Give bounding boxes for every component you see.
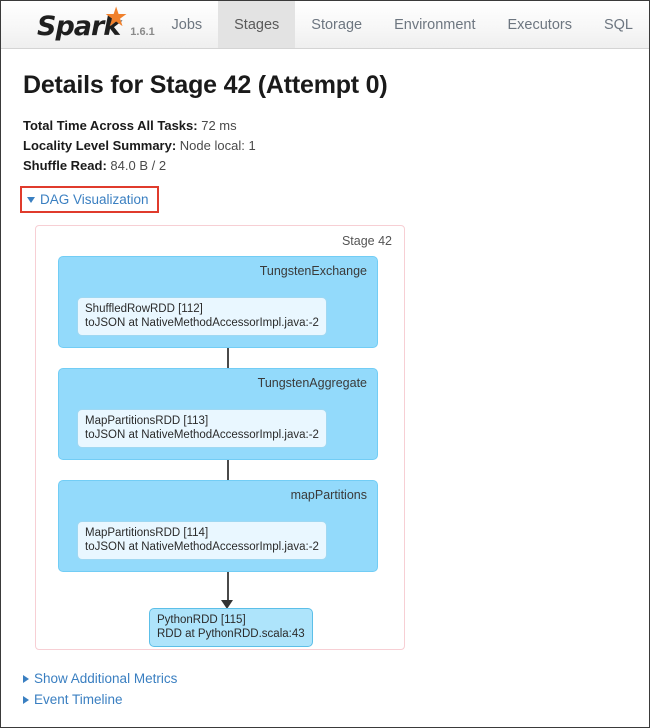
content-area: Details for Stage 42 (Attempt 0) Total T… bbox=[1, 49, 649, 650]
dag-rdd-node-113[interactable]: MapPartitionsRDD [113] toJSON at NativeM… bbox=[77, 409, 327, 448]
summary-value-total-time: 72 ms bbox=[201, 118, 237, 133]
summary-label-locality: Locality Level Summary: bbox=[23, 138, 177, 153]
caret-right-icon bbox=[23, 674, 29, 683]
dag-rdd-callsite-114: toJSON at NativeMethodAccessorImpl.java:… bbox=[85, 541, 319, 553]
footer-links: Show Additional Metrics Event Timeline bbox=[23, 671, 177, 713]
nav-item-sql[interactable]: SQL bbox=[603, 16, 633, 33]
summary-row-total-time: Total Time Across All Tasks: 72 ms bbox=[23, 116, 649, 136]
dag-visualization-label: DAG Visualization bbox=[40, 191, 149, 207]
caret-right-icon bbox=[23, 695, 29, 704]
nav-item-storage[interactable]: Storage bbox=[311, 16, 363, 33]
summary-label-total-time: Total Time Across All Tasks: bbox=[23, 118, 198, 133]
dag-edge-3 bbox=[227, 572, 229, 604]
nav-item-executors[interactable]: Executors bbox=[507, 16, 572, 33]
dag-rdd-name-114: MapPartitionsRDD [114] bbox=[85, 527, 209, 539]
dag-stage-label-mappartitions: mapPartitions bbox=[290, 488, 367, 502]
nav-item-jobs[interactable]: Jobs bbox=[171, 16, 203, 33]
dag-rdd-callsite-113: toJSON at NativeMethodAccessorImpl.java:… bbox=[85, 429, 319, 441]
dag-rdd-name-115: PythonRDD [115] bbox=[157, 614, 246, 626]
navbar: Spark 1.6.1 Jobs Stages Storage Environm… bbox=[1, 1, 649, 49]
caret-down-icon bbox=[27, 197, 35, 203]
dag-visualization-toggle[interactable]: DAG Visualization bbox=[27, 192, 149, 207]
dag-rdd-name-113: MapPartitionsRDD [113] bbox=[85, 415, 209, 427]
brand-logo[interactable]: Spark 1.6.1 bbox=[1, 1, 156, 48]
summary-value-locality: Node local: 1 bbox=[179, 138, 256, 153]
nav-item-stages[interactable]: Stages bbox=[218, 1, 296, 48]
nav-item-environment[interactable]: Environment bbox=[394, 16, 476, 33]
show-additional-metrics-toggle[interactable]: Show Additional Metrics bbox=[23, 671, 177, 686]
dag-rdd-node-114[interactable]: MapPartitionsRDD [114] toJSON at NativeM… bbox=[77, 521, 327, 560]
dag-arrowhead-3 bbox=[221, 600, 233, 609]
dag-panel: Stage 42 TungstenExchange ShuffledRowRDD… bbox=[35, 225, 405, 650]
dag-rdd-name-112: ShuffledRowRDD [112] bbox=[85, 303, 203, 315]
dag-rdd-callsite-115: RDD at PythonRDD.scala:43 bbox=[157, 628, 305, 640]
dag-rdd-node-115[interactable]: PythonRDD [115] RDD at PythonRDD.scala:4… bbox=[149, 608, 313, 647]
summary-row-locality: Locality Level Summary: Node local: 1 bbox=[23, 136, 649, 156]
nav-links: Jobs Stages Storage Environment Executor… bbox=[156, 1, 650, 48]
dag-stage-box-tungstenexchange[interactable]: TungstenExchange ShuffledRowRDD [112] to… bbox=[58, 256, 378, 348]
dag-stage-caption: Stage 42 bbox=[341, 234, 392, 248]
page-title: Details for Stage 42 (Attempt 0) bbox=[23, 71, 388, 99]
dag-stage-box-mappartitions[interactable]: mapPartitions MapPartitionsRDD [114] toJ… bbox=[58, 480, 378, 572]
dag-stage-box-tungstenaggregate[interactable]: TungstenAggregate MapPartitionsRDD [113]… bbox=[58, 368, 378, 460]
version-label: 1.6.1 bbox=[130, 26, 155, 38]
stage-summary: Total Time Across All Tasks: 72 ms Local… bbox=[23, 116, 649, 176]
dag-stage-label-tungstenaggregate: TungstenAggregate bbox=[257, 376, 367, 390]
show-additional-metrics-label: Show Additional Metrics bbox=[34, 671, 178, 686]
dag-visualization-highlight: DAG Visualization bbox=[20, 186, 159, 213]
summary-value-shuffle-read: 84.0 B / 2 bbox=[110, 158, 167, 173]
summary-row-shuffle-read: Shuffle Read: 84.0 B / 2 bbox=[23, 156, 649, 176]
dag-stage-label-tungstenexchange: TungstenExchange bbox=[259, 264, 367, 278]
event-timeline-label: Event Timeline bbox=[34, 692, 123, 707]
dag-rdd-node-112[interactable]: ShuffledRowRDD [112] toJSON at NativeMet… bbox=[77, 297, 327, 336]
summary-label-shuffle-read: Shuffle Read: bbox=[23, 158, 107, 173]
event-timeline-toggle[interactable]: Event Timeline bbox=[23, 692, 177, 707]
dag-rdd-callsite-112: toJSON at NativeMethodAccessorImpl.java:… bbox=[85, 317, 319, 329]
